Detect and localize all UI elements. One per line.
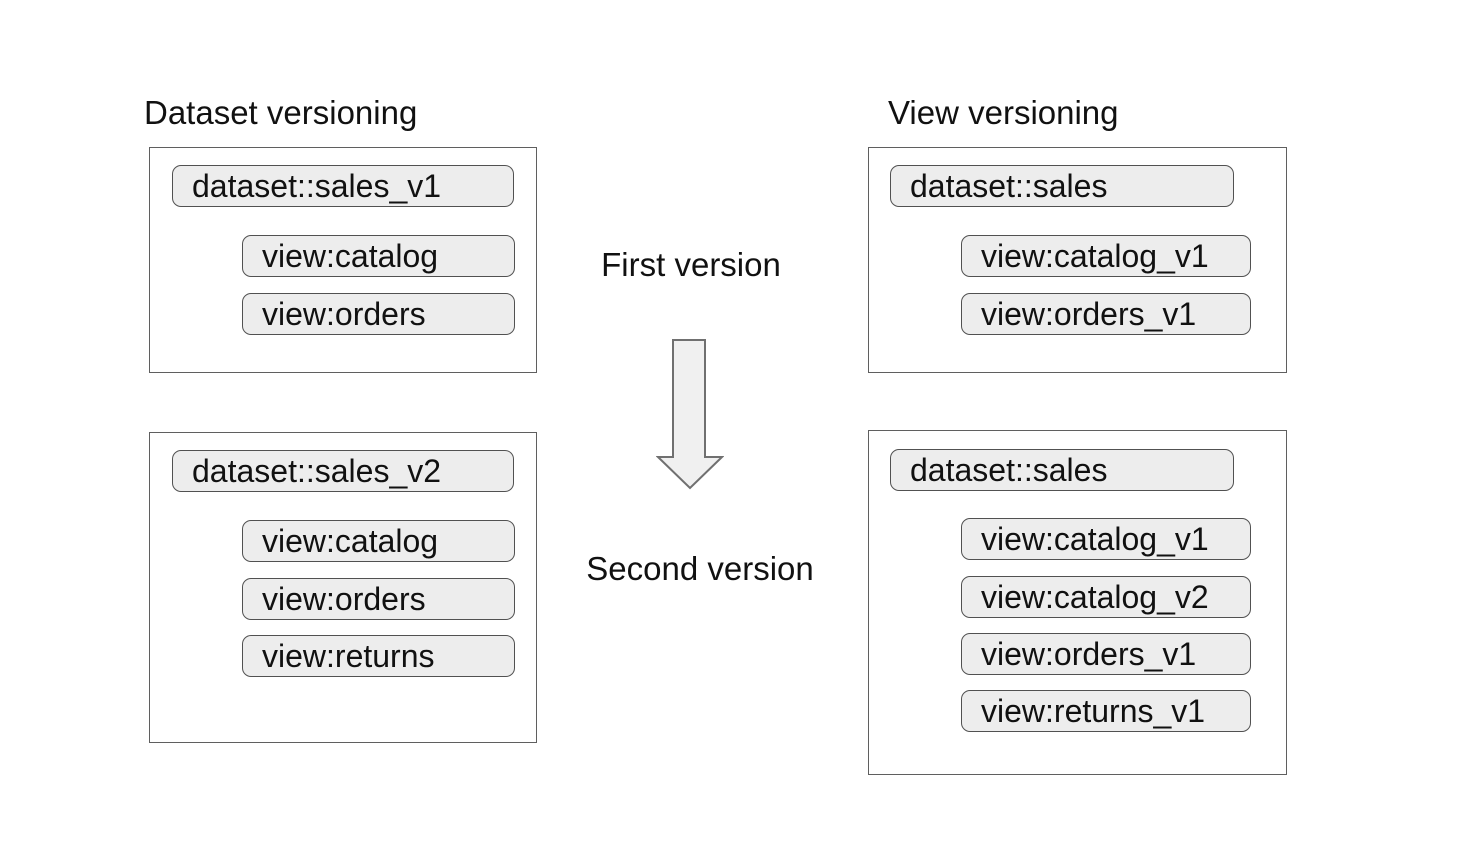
view-versioning-second-box: dataset::sales view:catalog_v1 view:cata…: [868, 430, 1287, 775]
view-pill: view:orders_v1: [961, 293, 1251, 335]
dataset-pill: dataset::sales_v1: [172, 165, 514, 207]
view-pill: view:catalog_v1: [961, 518, 1251, 560]
view-versioning-first-box: dataset::sales view:catalog_v1 view:orde…: [868, 147, 1287, 373]
view-pill: view:orders_v1: [961, 633, 1251, 675]
dataset-versioning-heading: Dataset versioning: [144, 94, 418, 131]
dataset-pill: dataset::sales: [890, 449, 1234, 491]
view-pill: view:returns_v1: [961, 690, 1251, 732]
down-arrow-icon: [656, 339, 724, 490]
dataset-pill: dataset::sales: [890, 165, 1234, 207]
first-version-label: First version: [601, 246, 781, 283]
view-pill: view:returns: [242, 635, 515, 677]
view-versioning-heading: View versioning: [888, 94, 1119, 131]
dataset-versioning-v2-box: dataset::sales_v2 view:catalog view:orde…: [149, 432, 537, 743]
dataset-versioning-v1-box: dataset::sales_v1 view:catalog view:orde…: [149, 147, 537, 373]
view-pill: view:catalog_v1: [961, 235, 1251, 277]
view-pill: view:catalog: [242, 520, 515, 562]
dataset-pill: dataset::sales_v2: [172, 450, 514, 492]
view-pill: view:orders: [242, 293, 515, 335]
view-pill: view:orders: [242, 578, 515, 620]
view-pill: view:catalog_v2: [961, 576, 1251, 618]
view-pill: view:catalog: [242, 235, 515, 277]
second-version-label: Second version: [586, 550, 814, 587]
